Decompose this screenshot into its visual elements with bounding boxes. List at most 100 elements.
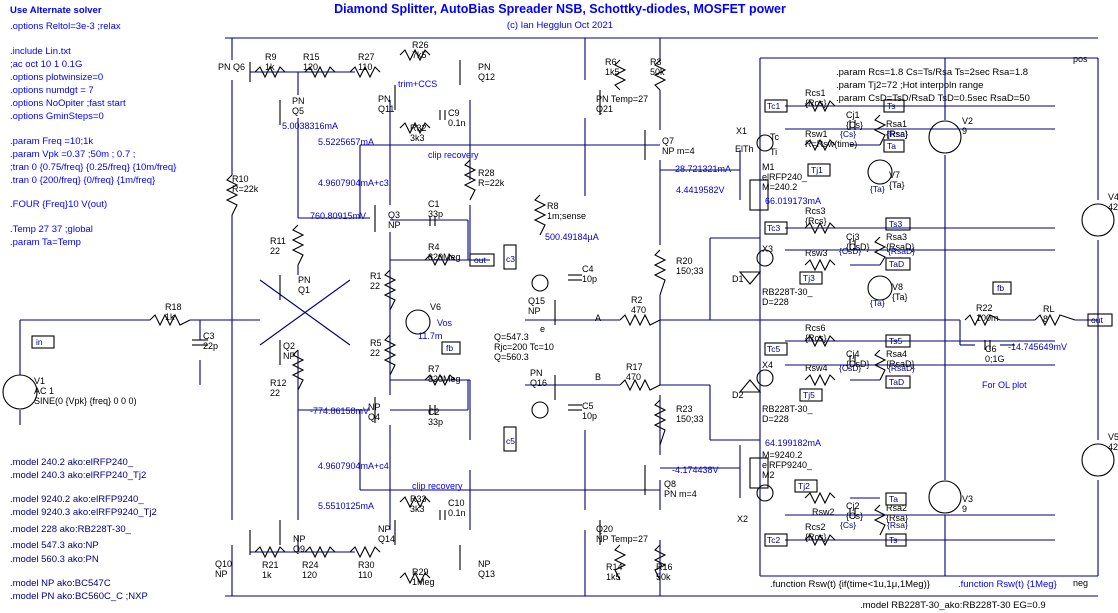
label-rb2: RB228T-30_D=228 xyxy=(762,404,814,424)
port-cs-1: {Cs} xyxy=(840,129,856,139)
directive-line[interactable]: .FOUR {Freq}10 V(out) xyxy=(10,199,108,210)
meas-c3: 4.9607904mA+c3 xyxy=(318,178,389,188)
label-ti: Ti xyxy=(770,147,777,157)
port-ta-v8: {Ta} xyxy=(870,298,885,308)
directive-line[interactable]: .param Ta=Temp xyxy=(10,237,81,248)
model-line[interactable]: .model 240.3 ako:elRFP240_Tj2 xyxy=(10,470,147,481)
directive-line[interactable]: .param Vpk =0.37 ;50m ; 0.7 ; xyxy=(10,149,136,160)
model-line[interactable]: .model 9240.3 ako:elRFP9240_Tj2 xyxy=(10,507,157,518)
label-v8: V8{Ta} xyxy=(892,282,908,302)
function-rsw-1[interactable]: .function Rsw(t) {if(time<1u,1μ,1Meg)} xyxy=(770,579,930,590)
meas-vos: 11.7m xyxy=(418,331,442,341)
label-d1: D1 xyxy=(732,274,744,284)
label-q6: PN Q6 xyxy=(218,62,245,72)
label-rb1: RB228T-30_D=228 xyxy=(762,287,814,307)
model-line[interactable]: .model 9240.2 ako:elRFP9240_ xyxy=(10,494,144,505)
model-line[interactable]: .model 547.3 ako:NP xyxy=(10,540,99,551)
directive-line[interactable]: ;tran 0 {0.75/freq} {0.25/freq} {10m/fre… xyxy=(10,162,177,173)
directive-line[interactable]: .options GminSteps=0 xyxy=(10,111,104,122)
port-rsa-2: {Rsa} xyxy=(887,520,908,530)
port-fb: fb xyxy=(446,343,453,353)
directive-line[interactable]: .options plotwinsize=0 xyxy=(10,72,104,83)
directive-line[interactable]: .include Lin.txt xyxy=(10,46,71,57)
label-rcs2: Rcs2{Rcs} xyxy=(805,522,827,542)
param-line[interactable]: .param CsD=TsD/RsaD TsD=0.5sec RsaD=50 xyxy=(836,93,1030,104)
param-line[interactable]: .param Tj2=72 ;Hot interpoln range xyxy=(836,80,984,91)
param-line[interactable]: .param Rcs=1.8 Cs=Ts/Rsa Ts=2sec Rsa=1.8 xyxy=(836,67,1029,78)
label-rsw4: Rsw4 xyxy=(805,363,828,373)
model-line[interactable]: .model PN ako:BC560C_C ;NXP xyxy=(10,591,148,602)
label-e: e xyxy=(540,324,545,334)
schematic-title: Diamond Splitter, AutoBias Spreader NSB,… xyxy=(334,2,786,16)
label-x3: X3 xyxy=(762,244,773,254)
label-d2: D2 xyxy=(732,390,744,400)
label-x2: X2 xyxy=(737,514,748,524)
directive-line[interactable]: .param Freq =10;1k xyxy=(10,136,94,147)
meas-q7-v: 4.4419582V xyxy=(676,185,725,195)
directive-line[interactable]: .tran 0 {200/freq} {0/freq} {1m/freq} xyxy=(10,175,156,186)
directive-line[interactable]: .options numdgt = 7 xyxy=(10,85,94,96)
port-csd-2: {CsD} xyxy=(839,363,861,373)
meas-r32: 5.5225657mA xyxy=(318,137,374,147)
meas-x1: 66.019173mA xyxy=(765,196,821,206)
port-csd-1: {CsD} xyxy=(839,246,861,256)
directive-line[interactable]: .options Reltol=3e-3 ;relax xyxy=(10,21,121,32)
port-ts3: Ts3 xyxy=(889,219,903,229)
port-tj3: Tj3 xyxy=(803,273,815,283)
label-cj1: Cj1{Cs} xyxy=(846,110,863,130)
directive-line[interactable]: Use Alternate solver xyxy=(10,5,102,16)
model-line[interactable]: .model 228 ako:RB228T-30_ xyxy=(10,524,131,535)
label-rcs1: Rcs1{Rcs} xyxy=(805,88,827,108)
transistors xyxy=(249,60,774,570)
port-neg: neg xyxy=(1073,578,1088,588)
directive-line[interactable]: .Temp 27 37 ;global xyxy=(10,224,93,235)
port-tc5: Tc5 xyxy=(767,344,781,354)
port-cs-2: {Cs} xyxy=(840,520,856,530)
model-line[interactable]: .model 560.3 ako:PN xyxy=(10,554,99,565)
meas-q4: -774.86158mV xyxy=(310,406,369,416)
port-ts: Ts xyxy=(887,101,896,111)
directive-line[interactable]: ;ac oct 10 1 0.1G xyxy=(10,59,83,70)
function-rsw-2[interactable]: .function Rsw(t) {1Meg} xyxy=(958,579,1057,590)
port-in: in xyxy=(36,337,43,347)
label-rsw2: Rsw2 xyxy=(812,507,835,517)
port-ts5: Ts5 xyxy=(889,336,903,346)
label-rsw3: Rsw3 xyxy=(805,248,828,258)
meas-r33: 5.5510125mA xyxy=(318,501,374,511)
model-line[interactable]: .model NP ako:BC547C xyxy=(10,578,111,589)
model-line[interactable]: .model 240.2 ako:elRFP240_ xyxy=(10,457,134,468)
meas-q8: -4.174438V xyxy=(672,465,719,475)
model-rb228[interactable]: .model RB228T-30_ako:RB228T-30 EG=0.9 xyxy=(860,600,1046,611)
label-rcs3: Rcs3{Rcs} xyxy=(805,206,827,226)
label-v6: V6 xyxy=(430,302,441,312)
directive-line[interactable]: .options NoOpiter ;fast start xyxy=(10,98,126,109)
